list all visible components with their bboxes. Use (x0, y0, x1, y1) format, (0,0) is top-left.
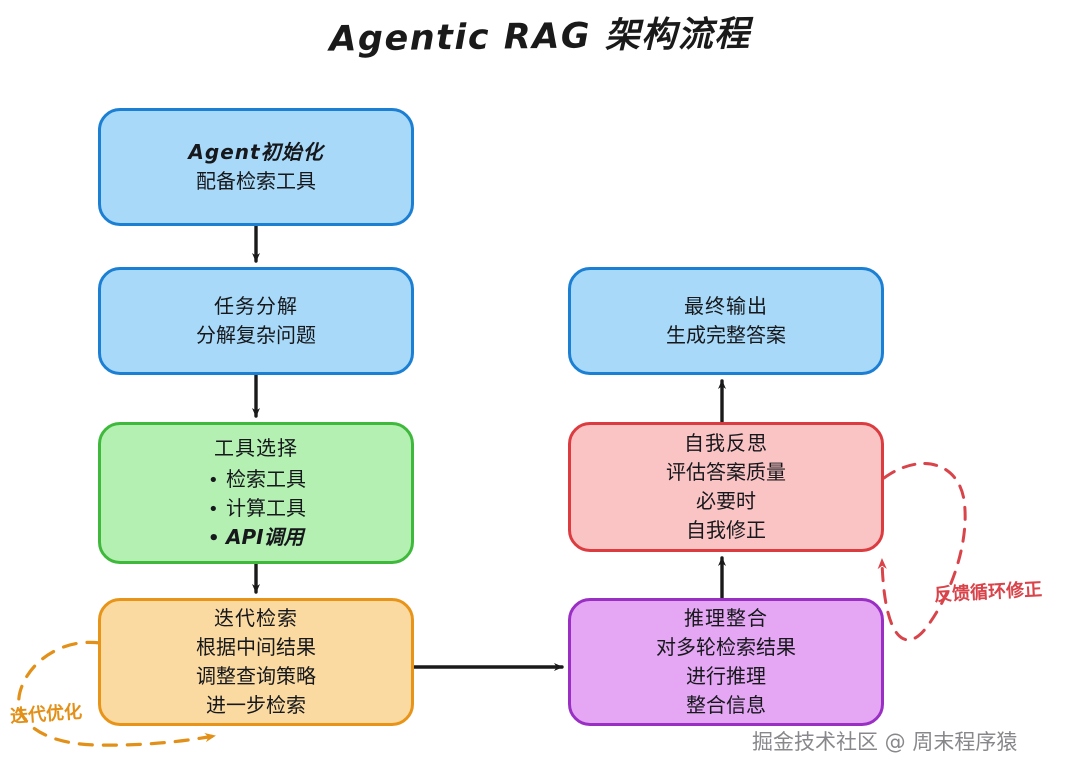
node-iterative-retrieval-line-1: 迭代检索 (214, 606, 298, 630)
node-tool-selection-bullet-list: 检索工具 计算工具 API调用 (206, 465, 306, 552)
node-self-reflection-line-2: 评估答案质量 (666, 460, 786, 484)
node-reasoning-integration-line-1: 推理整合 (684, 606, 768, 630)
node-self-reflection[interactable]: 自我反思 评估答案质量 必要时 自我修正 (568, 422, 884, 552)
watermark: 掘金技术社区 @ 周末程序猿 (752, 730, 1018, 754)
node-agent-init-line-1: Agent初始化 (188, 140, 324, 164)
node-agent-init[interactable]: Agent初始化 配备检索工具 (98, 108, 414, 226)
node-self-reflection-line-1: 自我反思 (684, 431, 768, 455)
list-item: API调用 (206, 523, 306, 552)
loop-feedback-correction (877, 462, 967, 642)
node-tool-selection-header: 工具选择 (214, 435, 298, 460)
node-task-decomposition-line-2: 分解复杂问题 (196, 323, 316, 347)
loop-label-feedback-correction: 反馈循环修正 (933, 579, 1043, 606)
node-reasoning-integration[interactable]: 推理整合 对多轮检索结果 进行推理 整合信息 (568, 598, 884, 726)
list-item: 检索工具 (206, 465, 306, 494)
node-self-reflection-line-3: 必要时 (696, 489, 756, 513)
page-title: Agentic RAG 架构流程 (329, 14, 751, 60)
node-task-decomposition[interactable]: 任务分解 分解复杂问题 (98, 267, 414, 375)
list-item: 计算工具 (206, 494, 306, 523)
node-final-output-line-2: 生成完整答案 (666, 323, 786, 347)
node-iterative-retrieval-line-3: 调整查询策略 (196, 664, 316, 688)
node-iterative-retrieval-line-2: 根据中间结果 (196, 635, 316, 659)
node-final-output-line-1: 最终输出 (684, 294, 768, 318)
node-self-reflection-line-4: 自我修正 (686, 518, 766, 542)
node-final-output[interactable]: 最终输出 生成完整答案 (568, 267, 884, 375)
node-iterative-retrieval[interactable]: 迭代检索 根据中间结果 调整查询策略 进一步检索 (98, 598, 414, 726)
node-iterative-retrieval-line-4: 进一步检索 (206, 693, 306, 717)
node-reasoning-integration-line-2: 对多轮检索结果 (656, 635, 796, 659)
node-reasoning-integration-line-3: 进行推理 (686, 664, 766, 688)
loop-label-iterative-optimisation: 迭代优化 (9, 701, 83, 728)
node-agent-init-line-2: 配备检索工具 (196, 169, 316, 193)
node-tool-selection[interactable]: 工具选择 检索工具 计算工具 API调用 (98, 422, 414, 564)
node-task-decomposition-line-1: 任务分解 (214, 294, 298, 318)
node-reasoning-integration-line-4: 整合信息 (686, 693, 766, 717)
